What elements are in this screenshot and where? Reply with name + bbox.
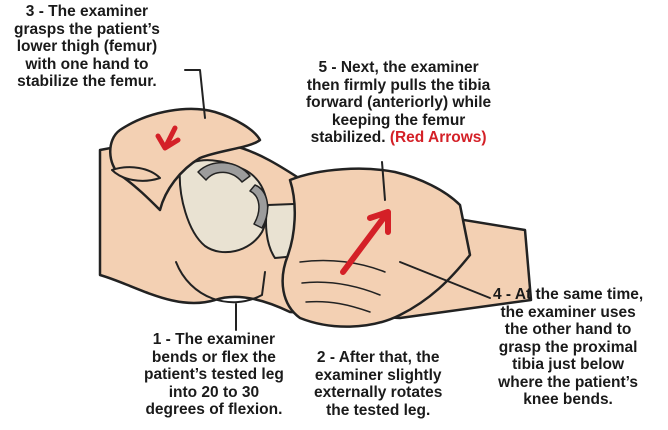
step-4-line: where the patient’s xyxy=(493,374,643,392)
step-4-caption: 4 - At the same time, the examiner uses … xyxy=(493,286,643,409)
step-1-caption: 1 - The examiner bends or flex the patie… xyxy=(144,331,284,419)
step-4-line: tibia just below xyxy=(493,356,643,374)
step-5-line: 5 - Next, the examiner xyxy=(306,59,491,77)
step-5-line: stabilized. (Red Arrows) xyxy=(306,129,491,147)
step-2-line: externally rotates xyxy=(314,384,442,402)
step-4-line: the other hand to xyxy=(493,321,643,339)
step-4-line: the examiner uses xyxy=(493,304,643,322)
step-5-line: forward (anteriorly) while xyxy=(306,94,491,112)
step-5-line: then firmly pulls the tibia xyxy=(306,77,491,95)
step-3-line: grasps the patient’s xyxy=(14,21,160,39)
step-1-line: degrees of flexion. xyxy=(144,401,284,419)
step-5-caption: 5 - Next, the examiner then firmly pulls… xyxy=(306,59,491,147)
step-1-line: bends or flex the xyxy=(144,349,284,367)
step-2-line: examiner slightly xyxy=(314,367,442,385)
step-5-last-line-text: stabilized. xyxy=(311,129,390,146)
step-2-line: 2 - After that, the xyxy=(314,349,442,367)
step-4-line: knee bends. xyxy=(493,391,643,409)
step-3-line: stabilize the femur. xyxy=(14,73,160,91)
step-5-line: keeping the femur xyxy=(306,112,491,130)
step-1-line: 1 - The examiner xyxy=(144,331,284,349)
step-2-caption: 2 - After that, the examiner slightly ex… xyxy=(314,349,442,419)
step-1-line: into 20 to 30 xyxy=(144,384,284,402)
step-4-line: 4 - At the same time, xyxy=(493,286,643,304)
step-4-line: grasp the proximal xyxy=(493,339,643,357)
step-3-line: with one hand to xyxy=(14,56,160,74)
step-1-line: patient’s tested leg xyxy=(144,366,284,384)
step-3-line: lower thigh (femur) xyxy=(14,38,160,56)
step-2-line: the tested leg. xyxy=(314,402,442,420)
red-arrows-label: (Red Arrows) xyxy=(390,129,487,146)
step-3-caption: 3 - The examiner grasps the patient’s lo… xyxy=(14,3,160,91)
step-3-line: 3 - The examiner xyxy=(14,3,160,21)
